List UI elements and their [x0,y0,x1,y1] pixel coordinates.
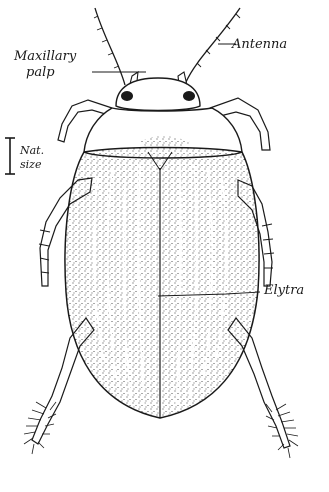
label-antenna: Antenna [231,37,287,52]
left-antenna [95,8,125,85]
left-eye [121,91,133,101]
label-elytra: Elytra [263,283,304,298]
label-scale-1: Nat. [19,144,44,157]
label-maxillary-palp-2: palp [26,65,55,80]
label-maxillary-palp-1: Maxillary [13,49,77,64]
natural-size-scale-bar [5,138,15,174]
right-eye [183,91,195,101]
label-scale-2: size [20,158,42,171]
